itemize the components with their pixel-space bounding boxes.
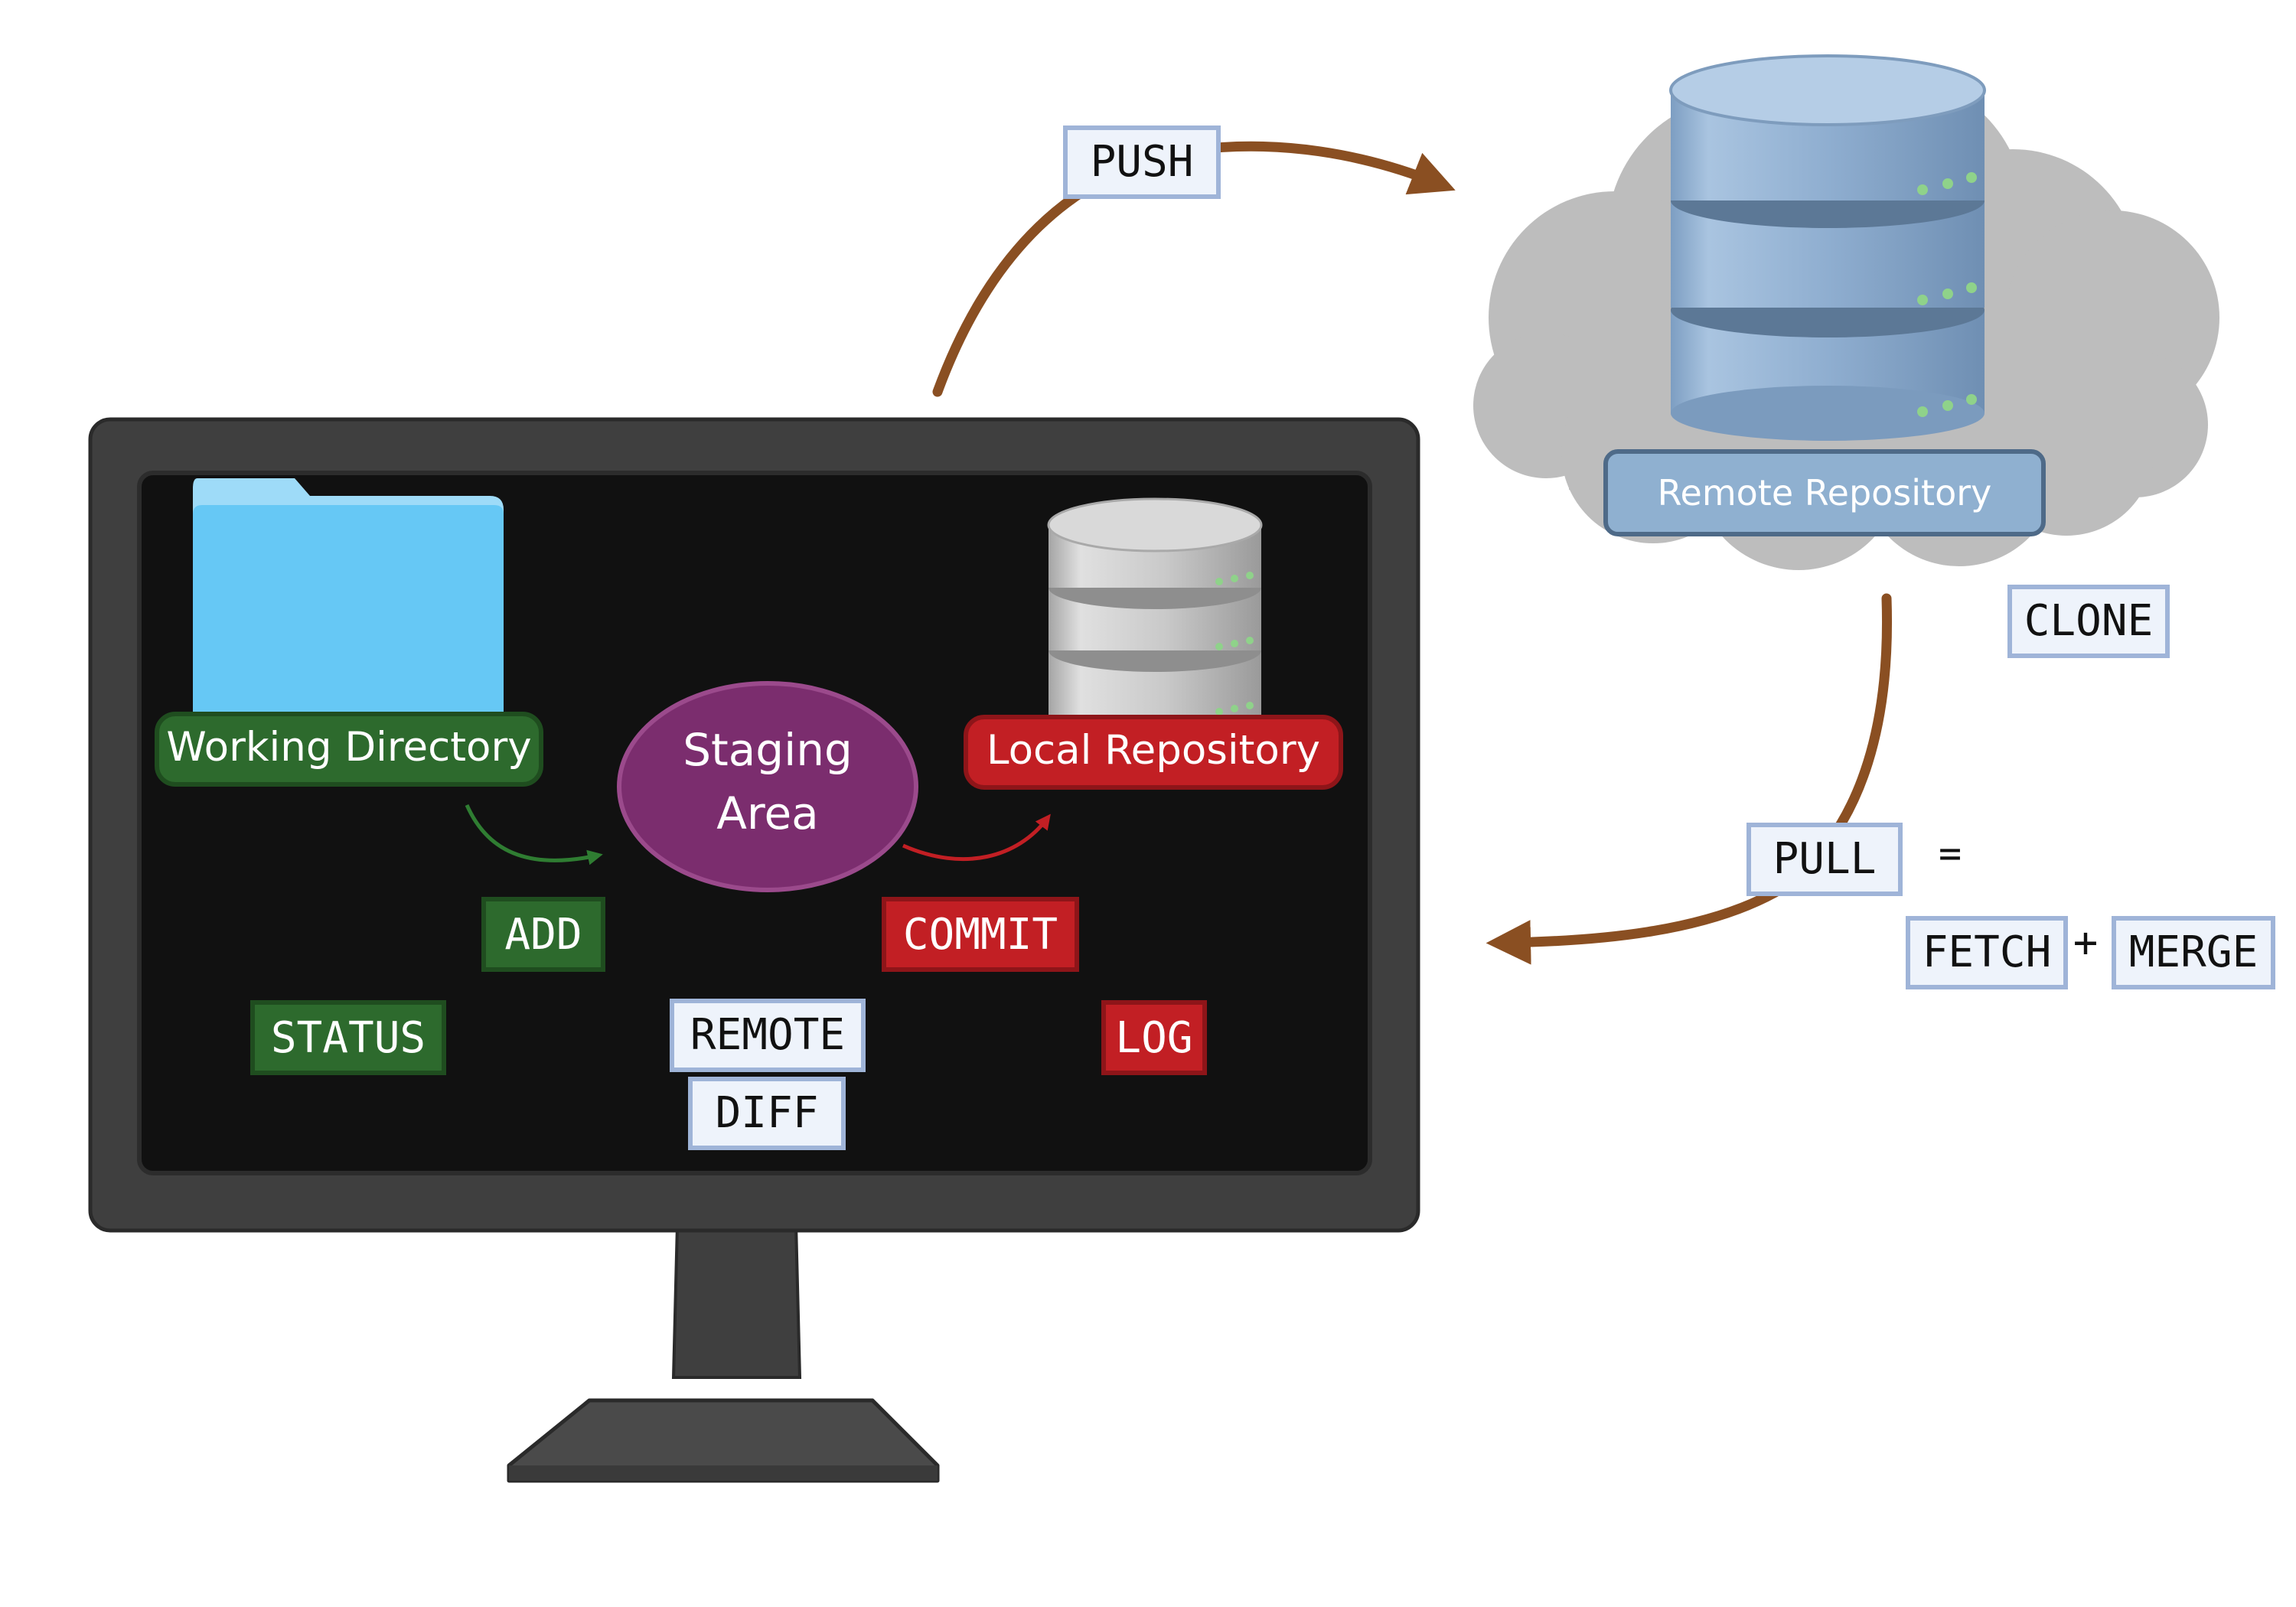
commit-command: COMMIT xyxy=(882,897,1079,972)
push-command: PUSH xyxy=(1063,125,1221,199)
staging-area: Staging Area xyxy=(617,681,918,892)
monitor-stand-neck xyxy=(671,1223,802,1379)
pull-command-text: PULL xyxy=(1773,834,1877,884)
diff-command: DIFF xyxy=(688,1077,846,1150)
add-command: ADD xyxy=(481,897,605,972)
folder-icon xyxy=(193,478,504,723)
commit-command-text: COMMIT xyxy=(903,910,1058,960)
staging-area-label-line2: Area xyxy=(716,787,818,839)
add-flow-arrow xyxy=(465,804,603,865)
remote-database-icon xyxy=(1669,54,1986,441)
staging-area-label-line1: Staging xyxy=(683,724,853,776)
log-command-text: LOG xyxy=(1115,1013,1192,1063)
clone-command-text: CLONE xyxy=(2024,596,2154,646)
fetch-command: FETCH xyxy=(1906,916,2068,989)
commit-flow-arrow xyxy=(902,813,1051,862)
working-directory-label: Working Directory xyxy=(155,712,543,787)
merge-command-text: MERGE xyxy=(2129,927,2258,977)
remote-command-text: REMOTE xyxy=(690,1010,845,1060)
equals-sign: = xyxy=(1939,831,1962,875)
remote-command: REMOTE xyxy=(670,999,866,1072)
remote-repository-label: Remote Repository xyxy=(1603,449,2046,536)
status-command-text: STATUS xyxy=(271,1013,426,1063)
working-directory-text: Working Directory xyxy=(166,724,531,771)
log-command: LOG xyxy=(1101,1000,1207,1075)
merge-command: MERGE xyxy=(2112,916,2275,989)
push-command-text: PUSH xyxy=(1091,137,1194,187)
status-command: STATUS xyxy=(250,1000,446,1075)
pull-command: PULL xyxy=(1746,823,1903,896)
clone-command: CLONE xyxy=(2007,585,2170,658)
local-database-icon xyxy=(1047,497,1263,718)
add-command-text: ADD xyxy=(504,910,582,960)
remote-repository-text: Remote Repository xyxy=(1658,472,1992,513)
fetch-command-text: FETCH xyxy=(1923,927,2052,977)
plus-sign: + xyxy=(2073,918,2099,966)
local-repository-text: Local Repository xyxy=(987,727,1320,774)
local-repository-label: Local Repository xyxy=(964,715,1343,790)
diff-command-text: DIFF xyxy=(716,1088,819,1138)
